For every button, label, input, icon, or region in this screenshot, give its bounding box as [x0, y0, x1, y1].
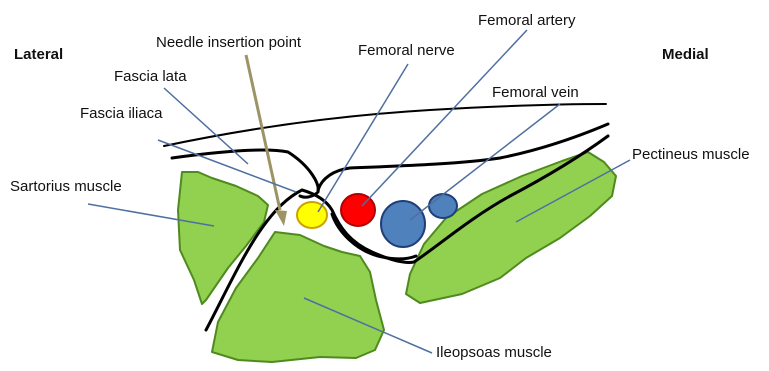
pectineus-muscle-label: Pectineus muscle	[632, 146, 750, 164]
fascia-iliaca-label: Fascia iliaca	[80, 105, 163, 123]
ileopsoas-muscle-label: Ileopsoas muscle	[436, 344, 552, 362]
medial-label: Medial	[662, 46, 709, 64]
lateral-label: Lateral	[14, 46, 63, 64]
lateral-label-bold: Lateral	[14, 46, 63, 63]
sartorius-muscle-label: Sartorius muscle	[10, 178, 122, 196]
femoral-vein-shape	[381, 201, 425, 247]
small-vein-shape	[429, 194, 457, 218]
fascia-lata-line	[164, 104, 606, 146]
fascia-lata-label: Fascia lata	[114, 68, 187, 86]
femoral-artery-label: Femoral artery	[478, 12, 576, 30]
leader-femoral-nerve	[318, 64, 408, 212]
femoral-nerve-label: Femoral nerve	[358, 42, 455, 60]
needle-insertion-point-label: Needle insertion point	[156, 34, 301, 52]
pectineus-muscle-shape	[406, 152, 616, 303]
femoral-vein-label: Femoral vein	[492, 84, 579, 102]
femoral-artery-shape	[341, 194, 375, 226]
